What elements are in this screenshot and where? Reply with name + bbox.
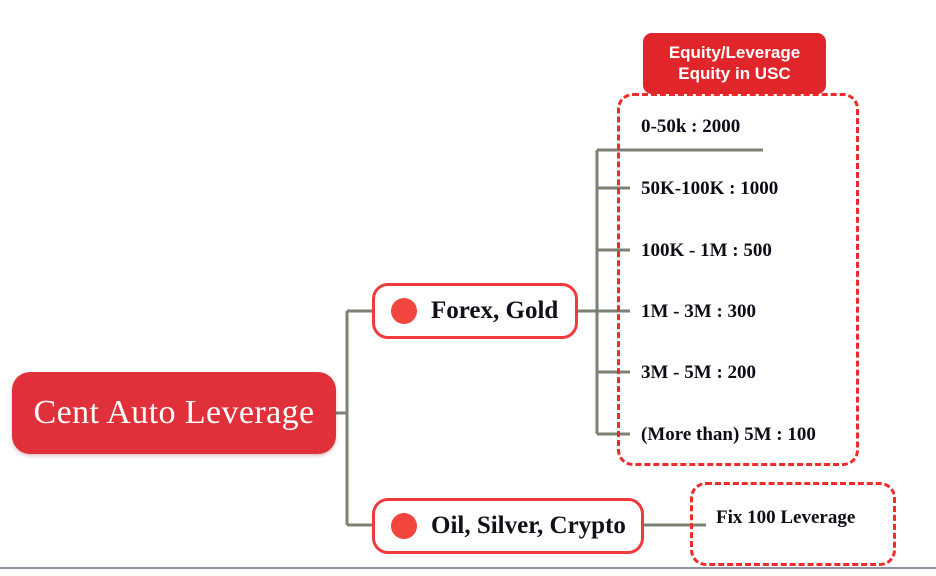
bullet-circle-icon (391, 298, 417, 324)
equity-tier-row-6: (More than) 5M : 100 (641, 424, 816, 445)
equity-tier-row-1: 0-50k : 2000 (641, 116, 741, 137)
bottom-divider (0, 567, 936, 569)
equity-leverage-header-badge: Equity/Leverage Equity in USC (643, 33, 826, 94)
equity-tier-row-5: 3M - 5M : 200 (641, 362, 757, 383)
equity-leverage-group-box (617, 93, 859, 466)
root-node[interactable]: Cent Auto Leverage (12, 372, 336, 454)
branch-label-oil-silver-crypto: Oil, Silver, Crypto (431, 512, 626, 539)
branch-label-forex-gold: Forex, Gold (431, 297, 559, 324)
equity-header-line-1: Equity/Leverage (668, 43, 801, 63)
branch-node-forex-gold[interactable]: Forex, Gold (372, 283, 578, 339)
fix-leverage-group-box (690, 482, 896, 566)
fix-leverage-label: Fix 100 Leverage (716, 507, 856, 528)
equity-tier-row-3: 100K - 1M : 500 (641, 240, 772, 261)
branch-node-oil-silver-crypto[interactable]: Oil, Silver, Crypto (372, 498, 644, 554)
bullet-circle-icon (391, 513, 417, 539)
equity-tier-row-2: 50K-100K : 1000 (641, 178, 779, 199)
equity-header-line-2: Equity in USC (678, 63, 791, 83)
equity-tier-row-4: 1M - 3M : 300 (641, 301, 757, 322)
root-node-label: Cent Auto Leverage (33, 394, 315, 431)
